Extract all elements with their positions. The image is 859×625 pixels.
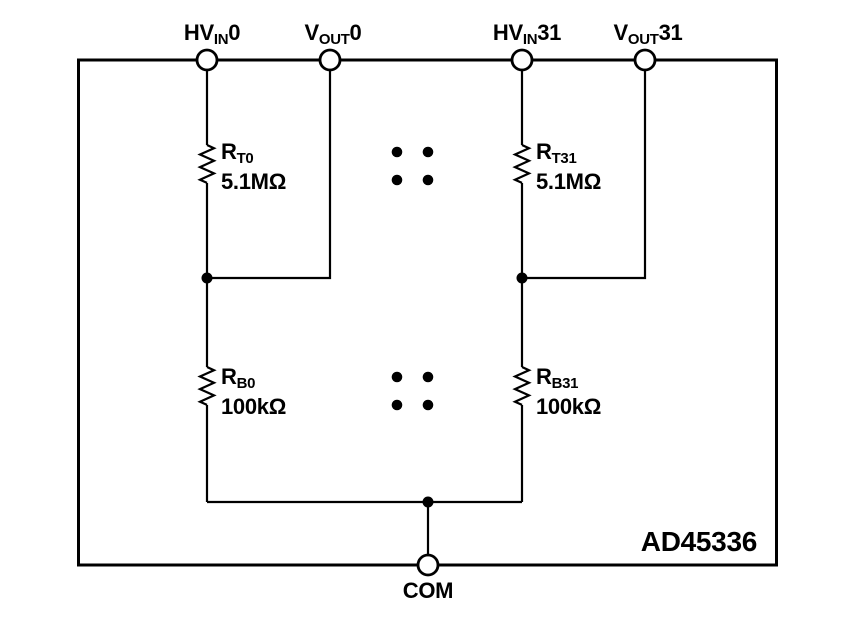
ellipsis-dot <box>391 399 403 411</box>
label-text: R <box>221 139 237 164</box>
resistor-label-rt31: RT31 5.1MΩ <box>536 140 601 193</box>
resistor-label-rt0: RT0 5.1MΩ <box>221 140 286 193</box>
ellipsis-dot <box>422 371 434 383</box>
resistor-value: 100kΩ <box>536 394 602 420</box>
part-number-label: AD45336 <box>640 526 758 557</box>
resistor-label-rb31: RB31 100kΩ <box>536 365 601 418</box>
label-text: 0 <box>349 20 362 45</box>
label-text: V <box>304 20 320 45</box>
ellipsis-dot <box>422 399 434 411</box>
label-text: V <box>613 20 629 45</box>
resistor-symbol-rt0 <box>197 143 217 184</box>
ellipsis-dot <box>391 371 403 383</box>
label-text: 31 <box>658 20 683 45</box>
junction-dot <box>201 272 213 284</box>
terminal-label-com: COM <box>402 578 454 603</box>
device-outline-box <box>77 58 778 567</box>
label-text: HV <box>183 20 214 45</box>
ellipsis-dot <box>391 174 403 186</box>
ellipsis-dot <box>422 146 434 158</box>
resistor-name: RT31 <box>536 140 601 170</box>
label-subscript: IN <box>213 31 229 49</box>
resistor-value: 5.1MΩ <box>221 169 287 195</box>
resistor-symbol-rt31 <box>512 143 532 184</box>
label-subscript: B0 <box>236 375 256 393</box>
terminal-pin-hvin0 <box>195 48 219 72</box>
resistor-name: RB0 <box>221 365 286 395</box>
label-text: 31 <box>537 20 562 45</box>
label-text: HV <box>492 20 523 45</box>
resistor-name: RT0 <box>221 140 286 170</box>
label-text: R <box>536 364 552 389</box>
terminal-label-hvin0: HVIN0 <box>183 20 241 52</box>
resistor-symbol-rb31 <box>512 365 532 406</box>
terminal-pin-vout0 <box>318 48 342 72</box>
junction-dot <box>422 496 434 508</box>
label-text: 0 <box>228 20 241 45</box>
label-text: COM <box>402 578 454 603</box>
terminal-pin-hvin31 <box>510 48 534 72</box>
label-subscript: B31 <box>551 375 579 393</box>
resistor-value: 5.1MΩ <box>536 169 602 195</box>
label-subscript: OUT <box>627 31 659 49</box>
terminal-label-vout31: VOUT31 <box>614 21 683 52</box>
terminal-label-hvin31: HVIN31 <box>492 20 562 52</box>
label-subscript: IN <box>522 31 538 49</box>
terminal-label-vout0: VOUT0 <box>305 21 362 52</box>
resistor-value: 100kΩ <box>221 394 287 420</box>
ellipsis-dot <box>391 146 403 158</box>
junction-dot <box>516 272 528 284</box>
resistor-name: RB31 <box>536 365 601 395</box>
wire-vout0-tap <box>207 60 332 280</box>
label-subscript: OUT <box>318 31 350 49</box>
ellipsis-dot <box>422 174 434 186</box>
terminal-pin-com <box>416 553 440 577</box>
resistor-symbol-rb0 <box>197 365 217 406</box>
label-text: AD45336 <box>640 526 758 557</box>
label-subscript: T31 <box>551 150 577 168</box>
wire-vout31-tap <box>522 60 647 280</box>
label-subscript: T0 <box>236 150 254 168</box>
terminal-pin-vout31 <box>633 48 657 72</box>
label-text: R <box>221 364 237 389</box>
label-text: R <box>536 139 552 164</box>
resistor-label-rb0: RB0 100kΩ <box>221 365 286 418</box>
